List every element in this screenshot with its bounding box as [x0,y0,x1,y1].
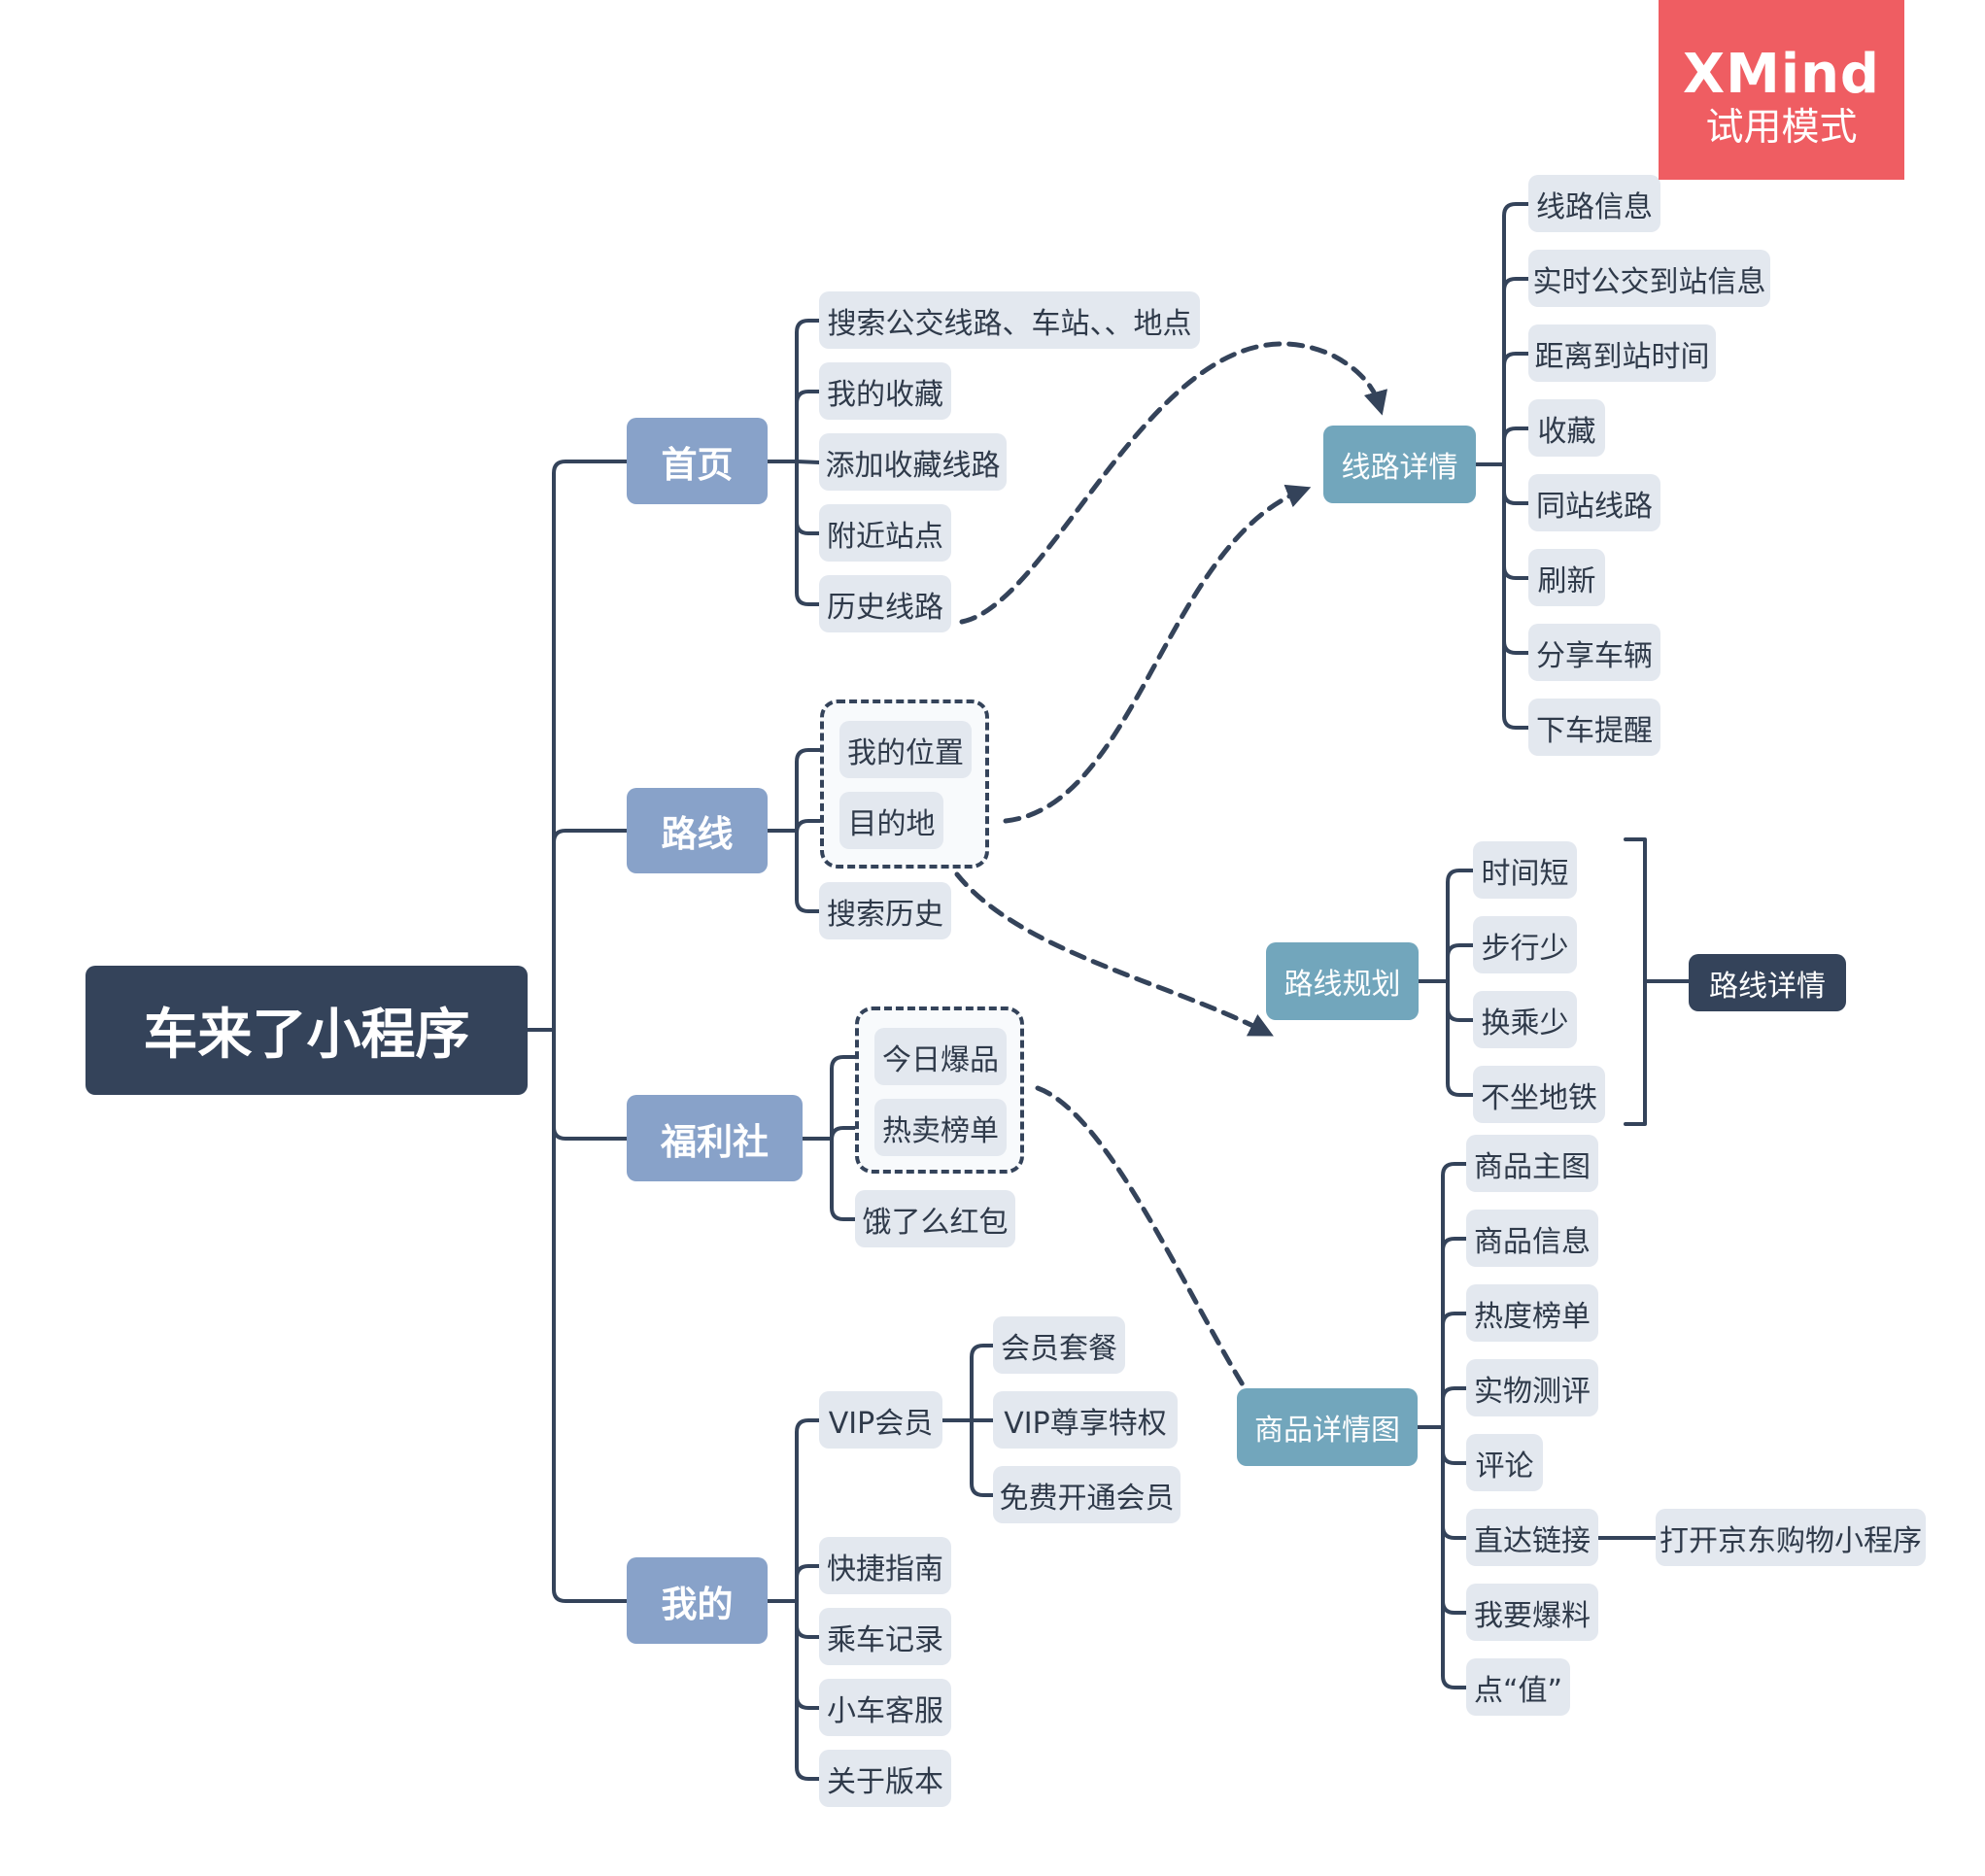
vip-edge-2 [970,1418,995,1497]
xmind-logo: XMind [1682,43,1881,106]
home-item-nearby-stops[interactable]: 附近站点 [819,504,951,562]
mine-edge-1 [795,1564,821,1603]
line-detail-item-favorite[interactable]: 收藏 [1528,399,1605,457]
mine-item-about-version[interactable]: 关于版本 [819,1750,951,1807]
rel-history-to-line-detail [959,341,1388,625]
mine-item-quick-guide[interactable]: 快捷指南 [819,1537,951,1594]
product-item-review[interactable]: 实物测评 [1466,1359,1598,1416]
route-item-my-location[interactable]: 我的位置 [839,721,972,778]
mine-edge-2 [795,1599,821,1639]
route-plan-item-fewer-transfers[interactable]: 换乘少 [1473,991,1577,1048]
vip-edge-0 [970,1344,995,1422]
route-plan-item-no-subway[interactable]: 不坐地铁 [1473,1066,1605,1123]
topic-line-detail[interactable]: 线路详情 [1323,426,1476,503]
product-item-direct-link[interactable]: 直达链接 [1466,1509,1598,1566]
welfare-item-daily-hot[interactable]: 今日爆品 [874,1028,1007,1085]
route-plan-edge-0 [1446,869,1475,983]
mine-item-ride-records[interactable]: 乘车记录 [819,1608,951,1665]
root-edge-0 [552,460,629,1032]
vip-item-privileges[interactable]: VIP尊享特权 [993,1391,1178,1449]
line-detail-item-info[interactable]: 线路信息 [1528,175,1660,232]
welfare-edge-0 [830,1055,876,1141]
line-detail-item-distance[interactable]: 距离到站时间 [1528,324,1716,382]
route-plan-item-short-time[interactable]: 时间短 [1473,841,1577,899]
product-item-report[interactable]: 我要爆料 [1466,1584,1598,1641]
route-item-search-history[interactable]: 搜索历史 [819,882,951,939]
product-item-main-image[interactable]: 商品主图 [1466,1135,1598,1192]
line-detail-item-same-stop[interactable]: 同站线路 [1528,474,1660,531]
route-item-destination[interactable]: 目的地 [839,792,943,849]
summary-bracket [1624,837,1647,1126]
trial-mode-label: 试用模式 [1705,106,1858,150]
root-topic[interactable]: 车来了小程序 [86,966,528,1095]
root-edge-2 [552,1028,629,1141]
root-edge-3 [552,1028,629,1603]
mine-item-customer-service[interactable]: 小车客服 [819,1679,951,1736]
branch-mine[interactable]: 我的 [627,1557,768,1644]
line-detail-edge-6 [1502,462,1530,655]
vip-item-free-membership[interactable]: 免费开通会员 [993,1466,1181,1523]
product-link-open-jd[interactable]: 打开京东购物小程序 [1656,1509,1926,1566]
product-edge-1 [1441,1237,1468,1429]
product-item-worth-it[interactable]: 点“值” [1466,1658,1570,1716]
line-detail-edge-3 [1502,426,1530,466]
mine-edge-4 [795,1599,821,1781]
line-detail-edge-4 [1502,462,1530,505]
product-edge-4 [1441,1425,1468,1465]
root-edge-1 [552,829,629,1032]
rel-route-to-route-plan [954,871,1274,1037]
welfare-edge-2 [830,1137,876,1221]
mine-edge-0 [795,1418,821,1603]
line-detail-item-share[interactable]: 分享车辆 [1528,624,1660,681]
branch-welfare[interactable]: 福利社 [627,1095,803,1181]
topic-route-plan[interactable]: 路线规划 [1266,942,1419,1020]
product-edge-6 [1441,1425,1468,1615]
vip-item-package[interactable]: 会员套餐 [993,1316,1125,1374]
line-detail-edge-1 [1502,277,1530,466]
product-edge-5 [1441,1425,1468,1540]
home-item-search[interactable]: 搜索公交线路、车站、、地点 [819,291,1200,349]
home-item-add-favorite-line[interactable]: 添加收藏线路 [819,433,1007,491]
line-detail-item-realtime[interactable]: 实时公交到站信息 [1528,250,1770,307]
route-plan-edge-3 [1446,979,1475,1097]
mine-edge-3 [795,1599,821,1710]
product-item-info[interactable]: 商品信息 [1466,1210,1598,1267]
product-item-comments[interactable]: 评论 [1466,1434,1543,1491]
home-edge-0 [795,319,821,463]
home-edge-2 [795,460,821,464]
line-detail-item-refresh[interactable]: 刷新 [1528,549,1605,606]
xmind-trial-watermark: XMind 试用模式 [1659,0,1904,180]
welfare-item-eleme-red-packet[interactable]: 饿了么红包 [855,1190,1015,1247]
branch-home[interactable]: 首页 [627,418,768,504]
line-detail-item-alight-reminder[interactable]: 下车提醒 [1528,699,1660,756]
line-detail-edge-2 [1502,352,1530,466]
product-edge-7 [1441,1425,1468,1689]
home-edge-1 [795,390,821,463]
home-item-history-lines[interactable]: 历史线路 [819,575,951,632]
branch-route[interactable]: 路线 [627,788,768,873]
home-edge-4 [795,460,821,606]
product-edge-0 [1441,1162,1468,1429]
route-plan-summary[interactable]: 路线详情 [1689,954,1846,1011]
topic-product-detail[interactable]: 商品详情图 [1237,1388,1418,1466]
route-edge-2 [795,829,841,913]
home-item-favorites[interactable]: 我的收藏 [819,362,951,420]
line-detail-edge-5 [1502,462,1530,580]
line-detail-edge-0 [1502,202,1530,466]
line-detail-edge-7 [1502,462,1530,730]
product-edge-2 [1441,1312,1468,1429]
welfare-item-best-sellers[interactable]: 热卖榜单 [874,1099,1007,1156]
route-plan-edge-1 [1446,943,1475,983]
rel-route-to-line-detail [1003,484,1312,824]
home-edge-3 [795,460,821,535]
rel-welfare-to-product [1035,1085,1280,1438]
mine-item-vip[interactable]: VIP会员 [819,1391,942,1449]
route-plan-item-less-walking[interactable]: 步行少 [1473,916,1577,973]
route-plan-edge-2 [1446,979,1475,1022]
route-edge-0 [795,748,841,833]
product-edge-3 [1441,1386,1468,1429]
product-item-popularity[interactable]: 热度榜单 [1466,1284,1598,1342]
